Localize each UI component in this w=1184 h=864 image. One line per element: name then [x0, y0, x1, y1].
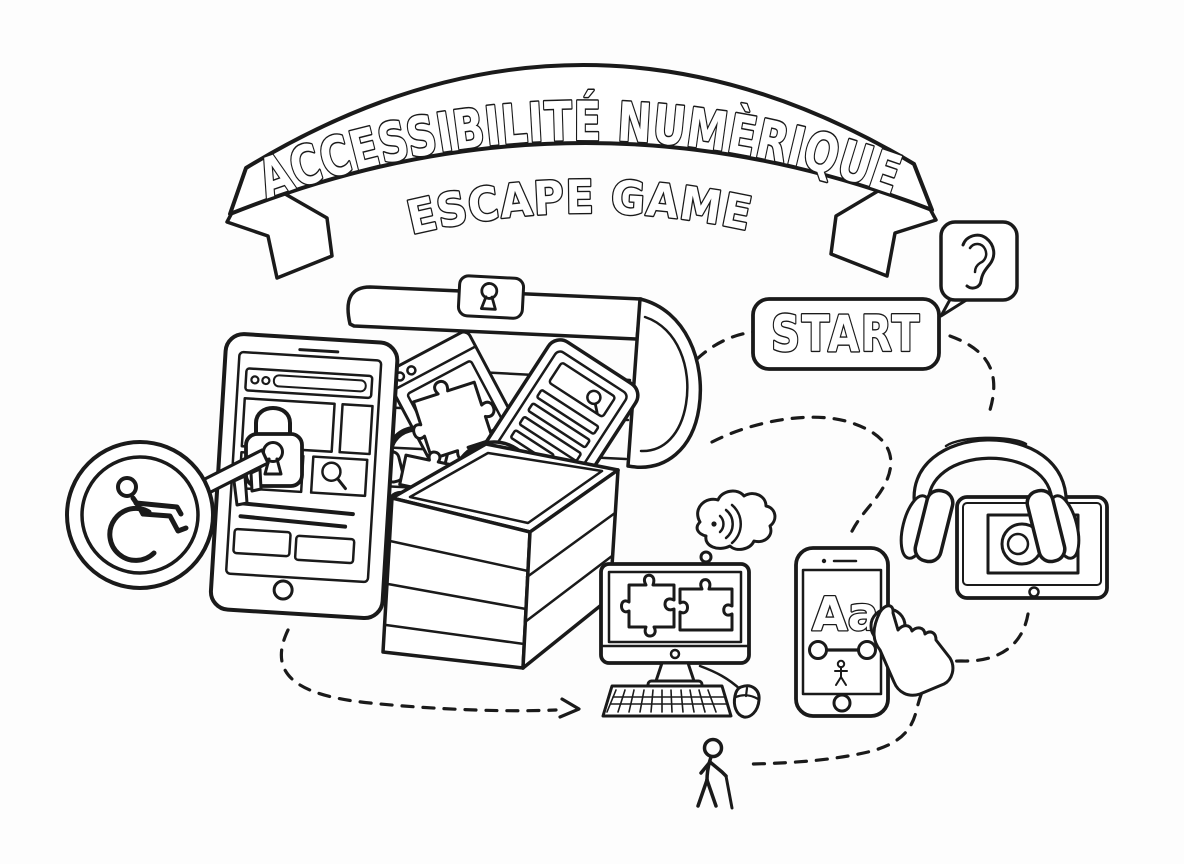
- chest-rim-inner: [408, 451, 604, 525]
- search-icon: [586, 389, 602, 406]
- search-icon: [321, 461, 342, 482]
- camera-dot-icon: [669, 648, 681, 660]
- chest-lid-cap-inner: [639, 315, 689, 453]
- chest-lid-cap: [626, 297, 703, 469]
- home-button-icon: [1028, 586, 1040, 598]
- monitor-screen: [607, 570, 743, 644]
- key-icon: [65, 440, 270, 590]
- path-start-to-headphones: [948, 334, 996, 412]
- text-line: [238, 514, 348, 529]
- locked-tablet: [208, 332, 400, 620]
- key-tooth: [232, 474, 249, 507]
- earcup: [913, 488, 955, 564]
- start-button-frame: [751, 297, 941, 371]
- puzzle-piece-icon: [620, 573, 676, 638]
- path-chest-to-start: [695, 330, 755, 361]
- button-placeholder: [293, 534, 356, 565]
- path-s-curve-to-phone: [710, 415, 893, 542]
- home-button-icon: [832, 693, 852, 713]
- text-size-sample: Aa: [812, 587, 879, 641]
- speaker-slot-icon: [298, 348, 340, 354]
- keyboard-icon: [601, 684, 733, 718]
- title-banner: ACCESSIBILITÉ NUMÈRIQUE ESCAPE GAME: [225, 63, 938, 280]
- thought-cloud-icon: [695, 489, 777, 564]
- chest-side-planks: [523, 511, 617, 624]
- mouse-icon: [732, 684, 761, 719]
- camera-dot-icon: [821, 558, 827, 564]
- treasure-chest-icon: [346, 274, 703, 670]
- keyhole-icon: [480, 282, 499, 300]
- banner-subtitle-text: ESCAPE GAME: [402, 170, 757, 245]
- key-bow: [65, 440, 215, 590]
- speech-bubble-icon: [939, 220, 1019, 302]
- arrow-icon: [558, 697, 581, 719]
- headphones-icon: [899, 436, 1081, 564]
- browser-bar: [244, 367, 374, 400]
- wheelchair-accessibility-icon: [107, 476, 189, 563]
- person-pictogram-icon: [834, 659, 848, 686]
- tablet-screen: [225, 350, 383, 584]
- home-button-icon: [272, 579, 294, 601]
- text-size-slider-icon: [808, 640, 877, 660]
- key-tooth: [249, 467, 263, 493]
- content-panel: [338, 403, 374, 456]
- monitor-stand: [654, 661, 696, 683]
- path-tablet-to-keyboard: [279, 628, 558, 713]
- puzzle-piece-icon: [678, 578, 734, 632]
- desktop-computer-icon: [599, 489, 777, 719]
- address-bar: [272, 374, 367, 393]
- dashed-route: [279, 330, 1030, 766]
- banner-ribbon: [228, 63, 934, 216]
- earcup: [1025, 488, 1067, 564]
- person-with-cane-icon: [696, 737, 734, 810]
- start-button-label: START: [771, 305, 921, 363]
- text-line: [239, 501, 355, 517]
- chest-front-planks: [384, 539, 530, 646]
- button-placeholder: [232, 527, 292, 558]
- audio-tablet: [899, 436, 1109, 600]
- chest-hasp: [456, 274, 526, 320]
- text-settings-phone: Aa: [794, 546, 955, 718]
- ear-icon: [961, 233, 996, 290]
- cane-icon: [724, 774, 734, 810]
- search-panel: [309, 455, 369, 498]
- sound-waves-icon: [711, 503, 742, 545]
- hearing-bubble: [939, 220, 1019, 318]
- touch-hand-icon: [872, 604, 955, 697]
- start-button: START: [751, 297, 941, 371]
